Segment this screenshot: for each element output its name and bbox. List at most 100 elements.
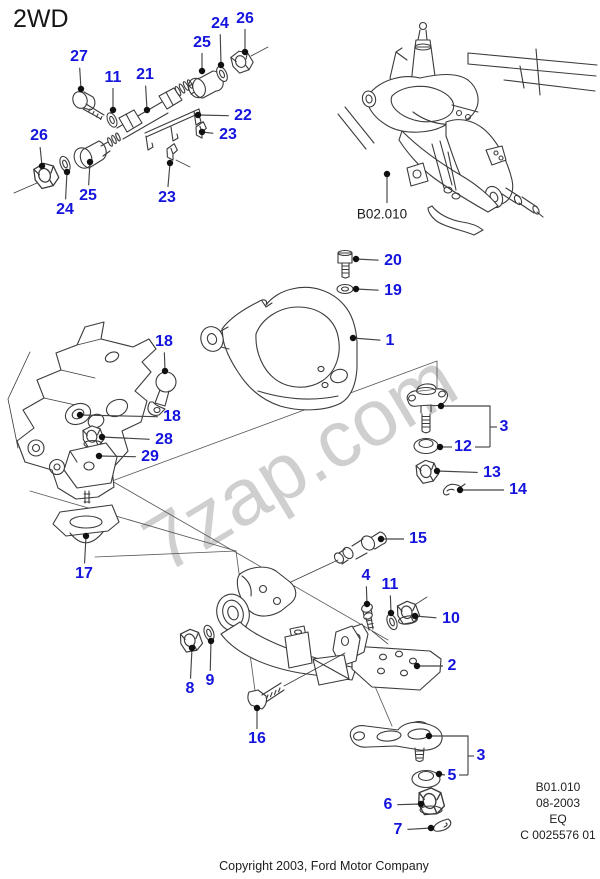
- callout-dot: [98, 433, 106, 441]
- callout-18[interactable]: 18: [155, 333, 173, 350]
- reference-block: B01.010 08-2003 EQ C 0025576 01: [520, 779, 595, 843]
- frame-bracket-group: [7, 321, 177, 544]
- part-washer-12: [413, 437, 439, 455]
- callout-dot: [77, 85, 85, 93]
- callout-24[interactable]: 24: [56, 201, 74, 218]
- callout-dot: [198, 67, 206, 75]
- callout-dot: [436, 443, 444, 451]
- part-cotter-pin-14: [442, 483, 466, 496]
- callout-11[interactable]: 11: [104, 69, 122, 86]
- callout-18[interactable]: 18: [163, 408, 181, 425]
- callout-26[interactable]: 26: [30, 127, 48, 144]
- callout-17[interactable]: 17: [75, 565, 93, 582]
- part-bolt-20: [337, 249, 353, 279]
- callout-25[interactable]: 25: [193, 34, 211, 51]
- callout-dot: [38, 162, 46, 170]
- callout-dot: [427, 824, 435, 832]
- part-strap-22: [144, 108, 202, 151]
- callout-dot: [194, 111, 202, 119]
- callout-20[interactable]: 20: [384, 252, 402, 269]
- upper-arm-group: [200, 249, 358, 411]
- callout-dot: [456, 486, 464, 494]
- upper-balljoint-group: [406, 383, 466, 496]
- lower-balljoint-group: [349, 720, 452, 832]
- callout-2[interactable]: 2: [447, 657, 457, 674]
- callout-dot: [253, 704, 261, 712]
- callout-dot: [363, 600, 371, 608]
- part-bolt-4: [361, 603, 389, 645]
- part-washer-19: [336, 283, 354, 295]
- callout-dot: [352, 285, 360, 293]
- callout-24[interactable]: 24: [211, 15, 229, 32]
- callout-3[interactable]: 3: [499, 418, 509, 435]
- callout-27[interactable]: 27: [70, 48, 88, 65]
- reference-catalog-code: B01.010: [535, 780, 581, 794]
- part-rod-21: [116, 79, 194, 140]
- callout-dot: [109, 106, 117, 114]
- callout-dot: [188, 644, 196, 652]
- callout-dot: [349, 334, 357, 342]
- part-bolt-27: [72, 91, 105, 121]
- callout-dot: [76, 411, 84, 419]
- callout-dot: [387, 609, 395, 617]
- callout-dot: [161, 367, 169, 375]
- part-bump-stop-17: [52, 490, 120, 544]
- callout-12[interactable]: 12: [454, 438, 472, 455]
- callout-dot: [411, 612, 419, 620]
- part-ball-stud-18: [147, 371, 177, 416]
- reference-date: 08-2003: [535, 796, 581, 810]
- callout-26[interactable]: 26: [236, 10, 254, 27]
- part-nut-10: [394, 596, 428, 627]
- callout-9[interactable]: 9: [205, 672, 215, 689]
- callout-dot: [437, 402, 445, 410]
- callout-dot: [198, 128, 206, 136]
- callout-29[interactable]: 29: [141, 448, 159, 465]
- callout-22[interactable]: 22: [234, 107, 252, 124]
- callout-7[interactable]: 7: [393, 821, 403, 838]
- reference-drawing-number: C 0025576 01: [520, 828, 596, 842]
- callout-dot: [435, 770, 443, 778]
- callout-dot: [433, 467, 441, 475]
- callout-dot: [217, 61, 225, 69]
- callout-8[interactable]: 8: [185, 680, 195, 697]
- part-nut-6: [415, 785, 447, 818]
- callout-23[interactable]: 23: [158, 189, 176, 206]
- callout-3[interactable]: 3: [476, 747, 486, 764]
- lower-arm-group: [177, 531, 442, 710]
- callout-25[interactable]: 25: [79, 187, 97, 204]
- callout-dot: [241, 48, 249, 56]
- part-cotter-pin-7: [433, 818, 452, 832]
- part-seal-5: [411, 769, 441, 789]
- callout-b02-010: B02.010: [356, 206, 408, 222]
- callout-23[interactable]: 23: [219, 126, 237, 143]
- callout-21[interactable]: 21: [136, 66, 154, 83]
- drive-type-title: 2WD: [13, 5, 69, 33]
- callout-1[interactable]: 1: [385, 332, 395, 349]
- callout-dot: [417, 800, 425, 808]
- callout-4[interactable]: 4: [361, 567, 371, 584]
- callout-dot: [63, 168, 71, 176]
- callout-dot: [207, 637, 215, 645]
- callout-16[interactable]: 16: [248, 730, 266, 747]
- callout-dot: [143, 106, 151, 114]
- callout-dot: [86, 158, 94, 166]
- part-bolt-25-left: [73, 132, 121, 169]
- callout-6[interactable]: 6: [383, 796, 393, 813]
- callout-dot: [383, 170, 391, 178]
- part-bolt-16: [247, 652, 346, 710]
- callout-10[interactable]: 10: [442, 610, 460, 627]
- callout-28[interactable]: 28: [155, 431, 173, 448]
- callout-15[interactable]: 15: [409, 530, 427, 547]
- callout-13[interactable]: 13: [483, 464, 501, 481]
- callout-dot: [425, 732, 433, 740]
- callout-5[interactable]: 5: [447, 767, 457, 784]
- callout-19[interactable]: 19: [384, 282, 402, 299]
- reference-market-code: EQ: [549, 812, 567, 826]
- overview-illustration: [337, 21, 598, 236]
- callout-dot: [166, 159, 174, 167]
- callout-11[interactable]: 11: [381, 576, 399, 593]
- callout-dot: [95, 452, 103, 460]
- callout-dot: [352, 255, 360, 263]
- callout-14[interactable]: 14: [509, 481, 527, 498]
